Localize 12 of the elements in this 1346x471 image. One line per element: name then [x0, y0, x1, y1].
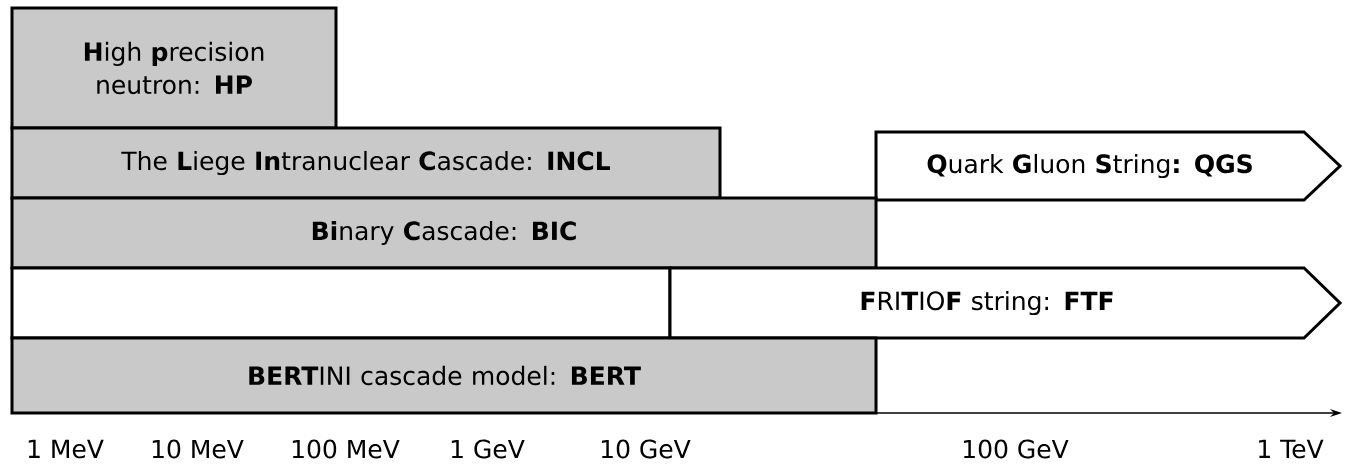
model-band: Binary Cascade: BIC	[10, 196, 878, 270]
tick-label: 100 MeV	[292, 439, 400, 459]
tick-label: 1 TeV	[1259, 439, 1324, 459]
tick-label: 100 GeV	[964, 439, 1069, 459]
model-band: High precision neutron: HP	[10, 6, 338, 130]
node-label: FRITIOF string: FTF	[861, 290, 1113, 316]
tick-label: 10 MeV	[152, 439, 244, 459]
model-band: The Liege Intranuclear Cascade: INCL	[10, 126, 722, 200]
tick-label: 1 GeV	[451, 439, 525, 459]
model-band: BERTINI cascade model: BERT	[10, 336, 878, 415]
tick-label: 10 GeV	[601, 439, 691, 459]
tick-label: 1 MeV	[28, 439, 104, 459]
